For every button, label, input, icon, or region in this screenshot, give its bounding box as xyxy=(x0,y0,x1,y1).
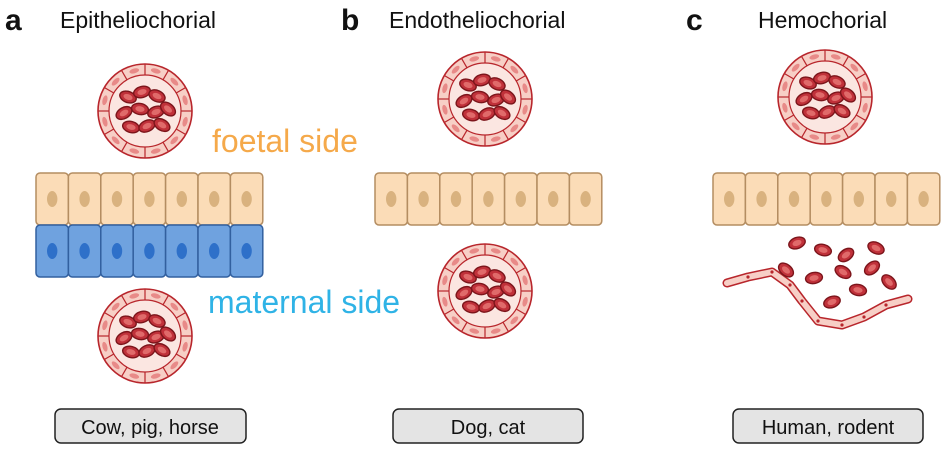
cell-nucleus xyxy=(483,191,494,207)
cell-nucleus xyxy=(176,243,187,259)
cell-nucleus xyxy=(821,191,832,207)
cell-nucleus xyxy=(79,243,90,259)
panel-letter-c: c xyxy=(686,4,703,37)
species-box-c: Human, rodent xyxy=(732,408,924,444)
cell-nucleus xyxy=(47,243,58,259)
cell-nucleus xyxy=(724,191,735,207)
panel-title-a: Epitheliochorial xyxy=(60,7,216,33)
cell-nucleus xyxy=(853,191,864,207)
species-label-a: Cow, pig, horse xyxy=(81,417,219,439)
cell-nucleus xyxy=(450,191,462,207)
panel-title-b: Endotheliochorial xyxy=(389,7,565,33)
foetal-epithelium-b xyxy=(374,172,603,226)
panel-a: a Epitheliochorial foetal side maternal … xyxy=(5,4,400,444)
foetal-capillary-b xyxy=(437,51,533,147)
foetal-capillary-c xyxy=(777,49,873,145)
species-box-a: Cow, pig, horse xyxy=(54,408,247,444)
maternal-capillary-a xyxy=(97,288,193,384)
panel-c: c Hemochorial Human, rodent xyxy=(686,4,941,444)
maternal-side-label: maternal side xyxy=(208,284,400,320)
cell-nucleus xyxy=(47,191,58,207)
species-box-b: Dog, cat xyxy=(392,408,584,444)
maternal-capillary-b xyxy=(437,243,533,339)
cell-nucleus xyxy=(788,191,800,207)
foetal-epithelium-c xyxy=(712,172,941,226)
cell-nucleus xyxy=(144,243,155,259)
panel-letter-a: a xyxy=(5,4,22,37)
cell-nucleus xyxy=(886,191,897,207)
panel-letter-b: b xyxy=(341,4,359,37)
cell-nucleus xyxy=(79,191,90,207)
maternal-blood-pool-c xyxy=(722,236,913,330)
cell-nucleus xyxy=(918,191,929,207)
cell-nucleus xyxy=(515,191,526,207)
cell-nucleus xyxy=(548,191,559,207)
cell-nucleus xyxy=(209,191,220,207)
foetal-side-label: foetal side xyxy=(212,123,358,159)
cell-nucleus xyxy=(176,191,187,207)
panel-title-c: Hemochorial xyxy=(758,7,887,33)
cell-nucleus xyxy=(418,191,429,207)
panel-b: b Endotheliochorial Dog, cat xyxy=(341,4,603,444)
foetal-capillary-a xyxy=(97,63,193,159)
maternal-epithelium-a xyxy=(35,224,264,278)
species-label-c: Human, rodent xyxy=(762,417,895,439)
cell-nucleus xyxy=(580,191,591,207)
species-label-b: Dog, cat xyxy=(451,417,526,439)
cell-nucleus xyxy=(241,243,252,259)
cell-nucleus xyxy=(756,191,767,207)
cell-nucleus xyxy=(111,243,123,259)
cell-nucleus xyxy=(241,191,252,207)
foetal-epithelium-a xyxy=(35,172,264,226)
cell-nucleus xyxy=(111,191,123,207)
cell-nucleus xyxy=(144,191,155,207)
cell-nucleus xyxy=(209,243,220,259)
cell-nucleus xyxy=(386,191,397,207)
